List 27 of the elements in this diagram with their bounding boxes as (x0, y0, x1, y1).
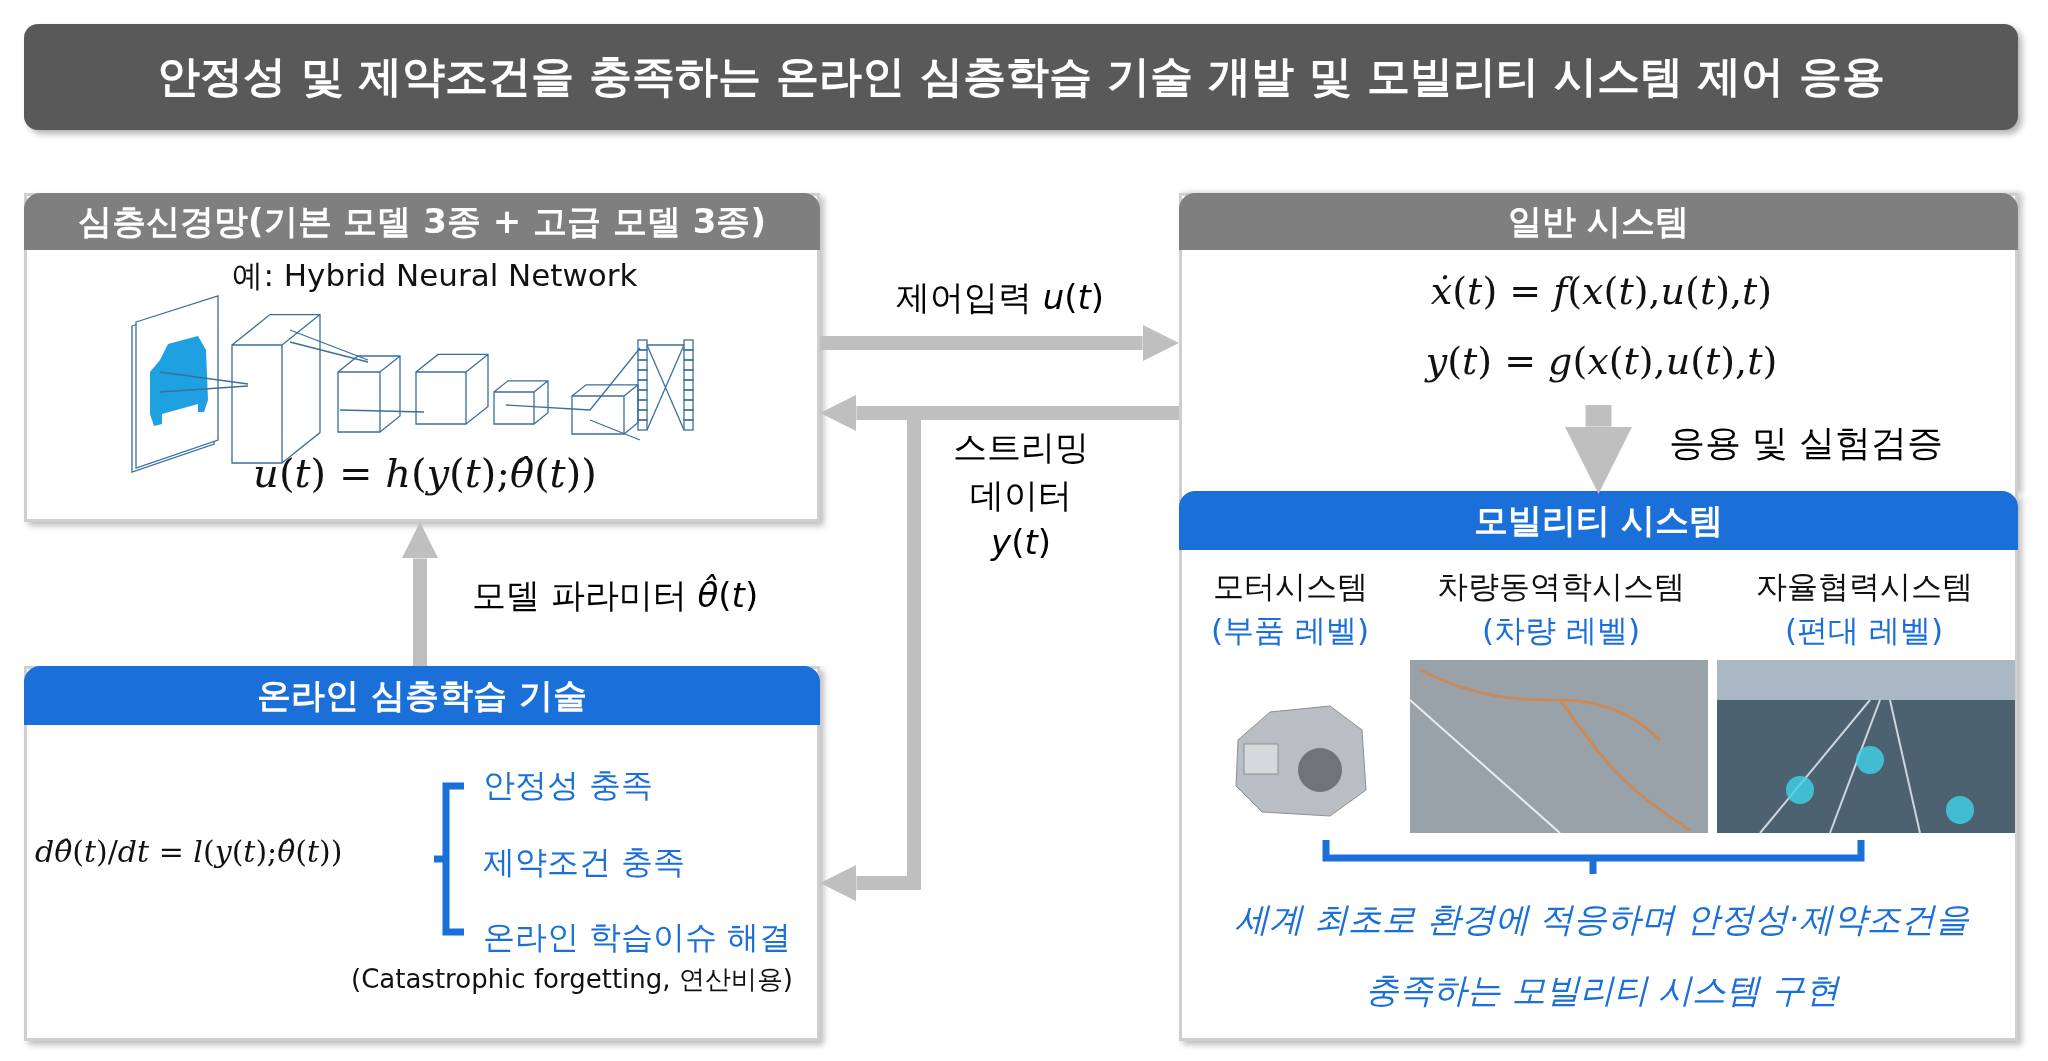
panel-header: 온라인 심층학습 기술 (24, 666, 820, 725)
panel (24, 193, 820, 522)
arrow (820, 324, 1179, 362)
list-item: 제약조건 충족 (483, 842, 687, 882)
formula: y(t) = g(x(t),u(t),t) (1423, 338, 1779, 385)
level-label: (차량 레벨) (1480, 611, 1641, 650)
list-item: 온라인 학습이슈 해결 (483, 917, 793, 957)
list-item: 안정성 충족 (483, 765, 655, 805)
formula: u(t) = h(y(t);θ̂(t)) (252, 449, 598, 498)
panel (1179, 193, 2018, 494)
conclusion-text: 세계 최초로 환경에 적응하며 안정성·제약조건을 충족하는 모빌리티 시스템 구현 (1233, 898, 1971, 1013)
panel-header: 일반 시스템 (1179, 193, 2018, 250)
title-banner: 안정성 및 제약조건을 충족하는 온라인 심층학습 기술 개발 및 모빌리티 시스템 제어 응용 (24, 24, 2018, 130)
panel (24, 666, 820, 1041)
system-label: 차량동역학시스템 (1436, 567, 1686, 606)
system-label: 모터시스템 (1211, 567, 1369, 606)
system-label: 자율협력시스템 (1754, 567, 1974, 606)
arrow (1564, 405, 1633, 494)
formula: ẋ(t) = f(x(t),u(t),t) (1429, 268, 1774, 315)
note: (Catastrophic forgetting, 연산비용) (350, 963, 794, 996)
arrow (401, 522, 439, 666)
panel-header: 모빌리티 시스템 (1179, 491, 2018, 550)
panel-header: 심층신경망(기본 모델 3종 + 고급 모델 3종) (24, 193, 820, 250)
level-label: (편대 레벨) (1783, 611, 1944, 650)
example-text: 예: Hybrid Neural Network (231, 256, 639, 295)
formula: dθ̂(t)/dt = l(y(t);θ̂(t)) (35, 833, 344, 871)
level-label: (부품 레벨) (1209, 611, 1370, 650)
